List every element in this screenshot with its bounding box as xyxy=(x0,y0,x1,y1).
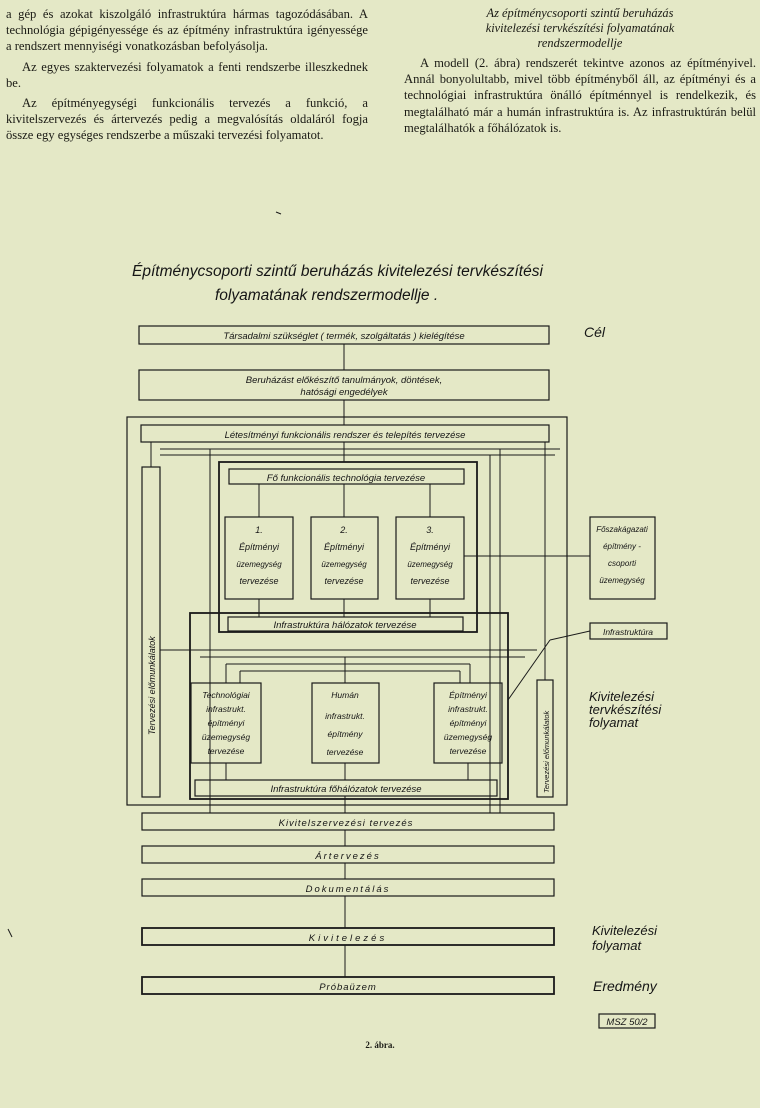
box-fo-funkc xyxy=(228,468,465,485)
stamp-box xyxy=(598,1013,656,1029)
box-beruhazas-label2: hatósági engedélyek xyxy=(300,387,388,398)
box-infrastruktura-label: Infrastruktúra xyxy=(603,627,653,637)
box-epitm-infra-line: tervezése xyxy=(450,746,487,756)
box-foszak-line: csoporti xyxy=(608,559,636,568)
scan-mark xyxy=(275,211,282,215)
box-kivitelezes-label: Kivitelezés xyxy=(309,933,387,944)
label-kiv-folyamat-line: tervkészítési xyxy=(589,702,662,717)
box-human-line: Humán xyxy=(331,690,359,700)
box-foszak-line: Főszakágazati xyxy=(596,525,648,534)
diagram-title-line2: folyamatának rendszermodellje . xyxy=(215,287,438,304)
paragraph: Az építményegységi funkcionális tervezés… xyxy=(6,96,368,143)
box-epitm-infra-line: infrastrukt. xyxy=(448,704,488,714)
paragraph: Az egyes szaktervezési folyamatok a fent… xyxy=(6,59,368,90)
box-dokument xyxy=(141,878,555,897)
unit1-line: tervezése xyxy=(239,576,278,586)
scan-mark xyxy=(7,928,13,938)
unit3-line: Építményi xyxy=(410,542,451,552)
unit2-line: 2. xyxy=(339,525,348,535)
right-vertical-label: Tervezési előmunkálatok xyxy=(542,709,551,793)
label-cel: Cél xyxy=(584,324,606,340)
unit2-line: Építményi xyxy=(324,542,365,552)
left-text-column: a gép és azokat kiszolgáló infrastruktúr… xyxy=(6,6,368,148)
box-infra-halozat-label: Infrastruktúra hálózatok tervezése xyxy=(273,620,416,631)
box-arterv xyxy=(141,845,555,864)
box-probauzem-label: Próbaüzem xyxy=(319,982,377,993)
label-kiv-folyamat2-line: Kivitelezési xyxy=(592,923,658,938)
box-tech-infra-line: infrastrukt. xyxy=(206,704,246,714)
box-fohalozat xyxy=(194,779,498,797)
figure-caption: 2. ábra. xyxy=(365,1040,395,1050)
box-human-line: tervezése xyxy=(327,747,364,757)
box-fo-funkc-label: Fő funkcionális technológia tervezése xyxy=(267,473,425,484)
lower-inner-frame xyxy=(189,612,509,800)
unit3-line: tervezése xyxy=(410,576,449,586)
right-text-column: Az építménycsoporti szintű beruházás kiv… xyxy=(404,6,756,140)
section-heading-line: Az építménycsoporti szintű beruházás xyxy=(486,6,674,20)
diagram-title-line1: Építménycsoporti szintű beruházás kivite… xyxy=(132,263,543,280)
box-letesitmenyi xyxy=(140,424,550,443)
box-letesitmenyi-label: Létesítményi funkcionális rendszer és te… xyxy=(225,430,466,441)
box-kivitelszervezesi-label: Kivitelszervezési tervezés xyxy=(279,818,414,829)
upper-inner-frame xyxy=(218,461,478,633)
box-beruhazas-label1: Beruházást előkészítő tanulmányok, dönté… xyxy=(246,375,442,386)
box-dokument-label: Dokumentálás xyxy=(306,884,391,895)
box-tech-infra-line: építményi xyxy=(208,718,246,728)
paragraph: A modell (2. ábra) rendszerét tekintve a… xyxy=(404,56,756,135)
unit1-line: üzemegység xyxy=(236,560,282,569)
box-epitm-infra-line: Építményi xyxy=(449,690,488,700)
box-epitm-infra-line: építményi xyxy=(450,718,488,728)
box-foszak-line: építmény - xyxy=(603,542,641,551)
unit1-line: 1. xyxy=(255,525,263,535)
box-foszak-line: üzemegység xyxy=(599,576,645,585)
left-vertical-bar xyxy=(141,466,161,798)
box-probauzem xyxy=(141,976,555,995)
unit3-line: üzemegység xyxy=(407,560,453,569)
outer-frame xyxy=(126,416,568,806)
left-vertical-label: Tervezési előmunkálatok xyxy=(147,636,157,735)
box-human-line: infrastrukt. xyxy=(325,711,365,721)
box-human-line: építmény xyxy=(328,729,364,739)
box-tech-infra-line: Technológiai xyxy=(202,690,251,700)
unit1-line: Építményi xyxy=(239,542,280,552)
box-cel-label: Társadalmi szükséglet ( termék, szolgált… xyxy=(223,331,464,342)
connector-lines xyxy=(150,344,591,977)
label-eredmeny: Eredmény xyxy=(593,978,658,994)
label-kiv-folyamat-line: folyamat xyxy=(589,715,640,730)
stamp-label: MSZ 50/2 xyxy=(606,1017,648,1028)
label-kiv-folyamat2-line: folyamat xyxy=(592,938,643,953)
section-heading-line: kivitelezési tervkészítési folyamatának xyxy=(485,21,675,35)
box-arterv-label: Ártervezés xyxy=(314,851,380,862)
section-heading: Az építménycsoporti szintű beruházás kiv… xyxy=(404,6,756,51)
section-heading-line: rendszermodellje xyxy=(537,36,623,50)
paragraph: a gép és azokat kiszolgáló infrastruktúr… xyxy=(6,7,368,54)
box-fohalozat-label: Infrastruktúra főhálózatok tervezése xyxy=(270,784,421,795)
unit2-line: tervezése xyxy=(324,576,363,586)
box-foszak xyxy=(589,516,656,600)
box-kivitelszervezesi xyxy=(141,812,555,831)
box-epitm-infra-line: üzemegység xyxy=(444,732,492,742)
box-tech-infra-line: üzemegység xyxy=(202,732,250,742)
unit2-line: üzemegység xyxy=(321,560,367,569)
unit3-line: 3. xyxy=(426,525,434,535)
label-kiv-folyamat-line: Kivitelezési xyxy=(589,689,655,704)
box-tech-infra-line: tervezése xyxy=(208,746,245,756)
box-infra-halozat xyxy=(227,616,464,632)
box-kivitelezes xyxy=(141,927,555,946)
